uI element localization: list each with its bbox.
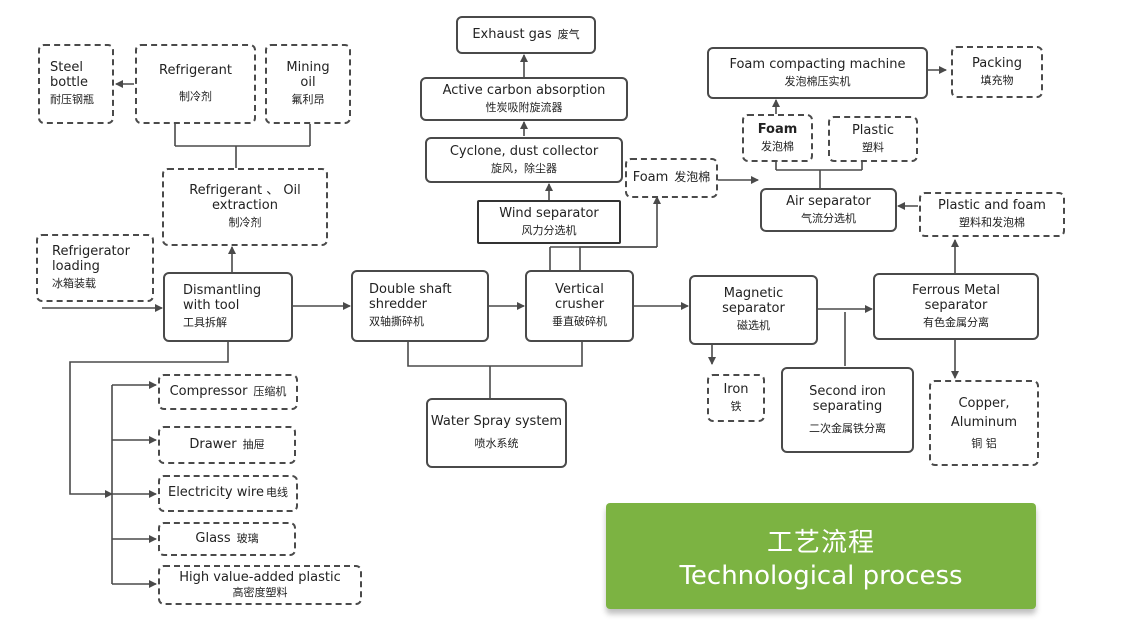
dismantling-box: Dismantling with tool 工具拆解 (163, 272, 293, 342)
copper-aluminum-box: Copper, Aluminum 铜 铝 (929, 380, 1039, 466)
exhaust-gas-box: Exhaust gas 废气 (456, 16, 596, 54)
electricity-wire-zh: 电线 (266, 486, 288, 500)
foam-zh: 发泡棉 (674, 170, 711, 185)
wind-separator-box: Wind separator 风力分选机 (477, 200, 621, 244)
refrigerator-loading-zh: 冰箱装载 (52, 277, 96, 291)
magnetic-separator-box: Magnetic separator 磁选机 (689, 275, 818, 345)
glass-label: Glass (195, 530, 231, 546)
packing-label: Packing (971, 55, 1022, 71)
iron-zh: 铁 (730, 399, 742, 413)
compressor-zh: 压缩机 (253, 384, 287, 398)
banner-title-zh: 工艺流程 (766, 527, 875, 558)
active-carbon-zh: 性炭吸附旋流器 (485, 100, 563, 114)
ferrous-metal-separator-zh: 有色金属分离 (923, 315, 989, 329)
foam-output-box: Foam 发泡棉 (742, 114, 813, 162)
refrigerator-loading-box: Refrigerator loading 冰箱装载 (36, 234, 154, 302)
packing-box: Packing 填充物 (951, 46, 1043, 98)
active-carbon-box: Active carbon absorption 性炭吸附旋流器 (420, 77, 628, 121)
foam-label: Foam (632, 169, 669, 185)
high-value-plastic-label: High value-added plastic (179, 569, 341, 585)
second-iron-separating-box: Second iron separating 二次金属铁分离 (781, 367, 914, 453)
refrigerant-box: Refrigerant 制冷剂 (135, 44, 256, 124)
double-shaft-shredder-box: Double shaft shredder 双轴撕碎机 (351, 270, 489, 342)
plastic-zh: 塑料 (862, 140, 884, 154)
plastic-box: Plastic 塑料 (828, 116, 918, 162)
drawer-label: Drawer (189, 436, 237, 452)
magnetic-separator-zh: 磁选机 (737, 319, 770, 333)
exhaust-gas-zh: 废气 (557, 27, 580, 41)
vertical-crusher-zh: 垂直破碎机 (552, 315, 607, 329)
steel-bottle-zh: 耐压钢瓶 (50, 93, 94, 107)
wind-separator-label: Wind separator (499, 205, 599, 221)
water-spray-system-label: Water Spray system (430, 414, 563, 430)
plastic-label: Plastic (851, 122, 895, 138)
second-iron-separating-zh: 二次金属铁分离 (809, 421, 886, 435)
wind-separator-zh: 风力分选机 (521, 223, 577, 237)
high-value-plastic-zh: 高密度塑料 (232, 585, 288, 599)
foam-compacting-machine-zh: 发泡棉压实机 (784, 74, 851, 88)
iron-box: Iron 铁 (707, 374, 765, 422)
banner-title-en: Technological process (679, 560, 963, 591)
refrigerant-zh: 制冷剂 (179, 90, 212, 104)
foam-output-zh: 发泡棉 (761, 139, 794, 153)
double-shaft-shredder-label: Double shaft shredder (369, 282, 452, 313)
refrigerant-label: Refrigerant (159, 63, 232, 79)
cyclone-label: Cyclone, dust collector (449, 143, 599, 159)
plastic-and-foam-zh: 塑料和发泡棉 (959, 216, 1025, 230)
dismantling-label: Dismantling with tool (183, 283, 262, 314)
technological-process-banner: 工艺流程 Technological process (606, 503, 1036, 609)
dismantling-zh: 工具拆解 (183, 316, 227, 330)
copper-aluminum-zh: 铜 铝 (971, 436, 997, 450)
steel-bottle-box: Steel bottle 耐压钢瓶 (38, 44, 114, 124)
foam-output-label: Foam (757, 121, 798, 137)
cyclone-zh: 旋风，除尘器 (491, 161, 557, 175)
water-spray-system-zh: 喷水系统 (474, 437, 519, 451)
electricity-wire-box: Electricity wire 电线 (158, 475, 298, 512)
refrigerant-oil-extraction-box: Refrigerant 、 Oil extraction 制冷剂 (162, 168, 328, 246)
refrigerant-oil-extraction-zh: 制冷剂 (228, 216, 262, 230)
refrigerant-oil-extraction-label: Refrigerant 、 Oil extraction (189, 183, 301, 214)
ferrous-metal-separator-label: Ferrous Metal separator (912, 282, 1000, 313)
mining-oil-box: Mining oil 氟利昂 (265, 44, 351, 124)
vertical-crusher-box: Vertical crusher 垂直破碎机 (525, 270, 634, 342)
mining-oil-zh: 氟利昂 (291, 93, 325, 107)
foam-compacting-machine-label: Foam compacting machine (729, 56, 906, 72)
compressor-box: Compressor 压缩机 (158, 374, 298, 410)
active-carbon-label: Active carbon absorption (442, 82, 606, 98)
glass-box: Glass 玻璃 (158, 522, 296, 556)
plastic-and-foam-label: Plastic and foam (938, 198, 1046, 214)
steel-bottle-label: Steel bottle (50, 60, 89, 91)
iron-label: Iron (723, 381, 749, 397)
vertical-crusher-label: Vertical crusher (554, 282, 605, 313)
air-separator-box: Air separator 气流分选机 (760, 188, 897, 232)
drawer-box: Drawer 抽屉 (158, 426, 296, 464)
drawer-zh: 抽屉 (242, 437, 265, 451)
glass-zh: 玻璃 (236, 531, 259, 545)
high-value-plastic-box: High value-added plastic 高密度塑料 (158, 565, 362, 605)
plastic-and-foam-box: Plastic and foam 塑料和发泡棉 (919, 192, 1065, 237)
air-separator-label: Air separator (786, 193, 871, 209)
magnetic-separator-label: Magnetic separator (722, 286, 785, 317)
air-separator-zh: 气流分选机 (801, 211, 856, 225)
cyclone-box: Cyclone, dust collector 旋风，除尘器 (425, 137, 623, 183)
exhaust-gas-label: Exhaust gas (472, 26, 552, 42)
ferrous-metal-separator-box: Ferrous Metal separator 有色金属分离 (873, 273, 1039, 340)
foam-compacting-machine-box: Foam compacting machine 发泡棉压实机 (707, 47, 928, 99)
water-spray-system-box: Water Spray system 喷水系统 (426, 398, 567, 468)
refrigerator-loading-label: Refrigerator loading (52, 244, 130, 275)
electricity-wire-label: Electricity wire (167, 485, 264, 501)
foam-box: Foam 发泡棉 (625, 158, 718, 198)
double-shaft-shredder-zh: 双轴撕碎机 (369, 315, 424, 329)
copper-aluminum-label: Copper, Aluminum (950, 396, 1018, 430)
compressor-label: Compressor (169, 383, 248, 399)
second-iron-separating-label: Second iron separating (809, 383, 886, 414)
packing-zh: 填充物 (980, 73, 1014, 87)
mining-oil-label: Mining oil (286, 60, 330, 91)
